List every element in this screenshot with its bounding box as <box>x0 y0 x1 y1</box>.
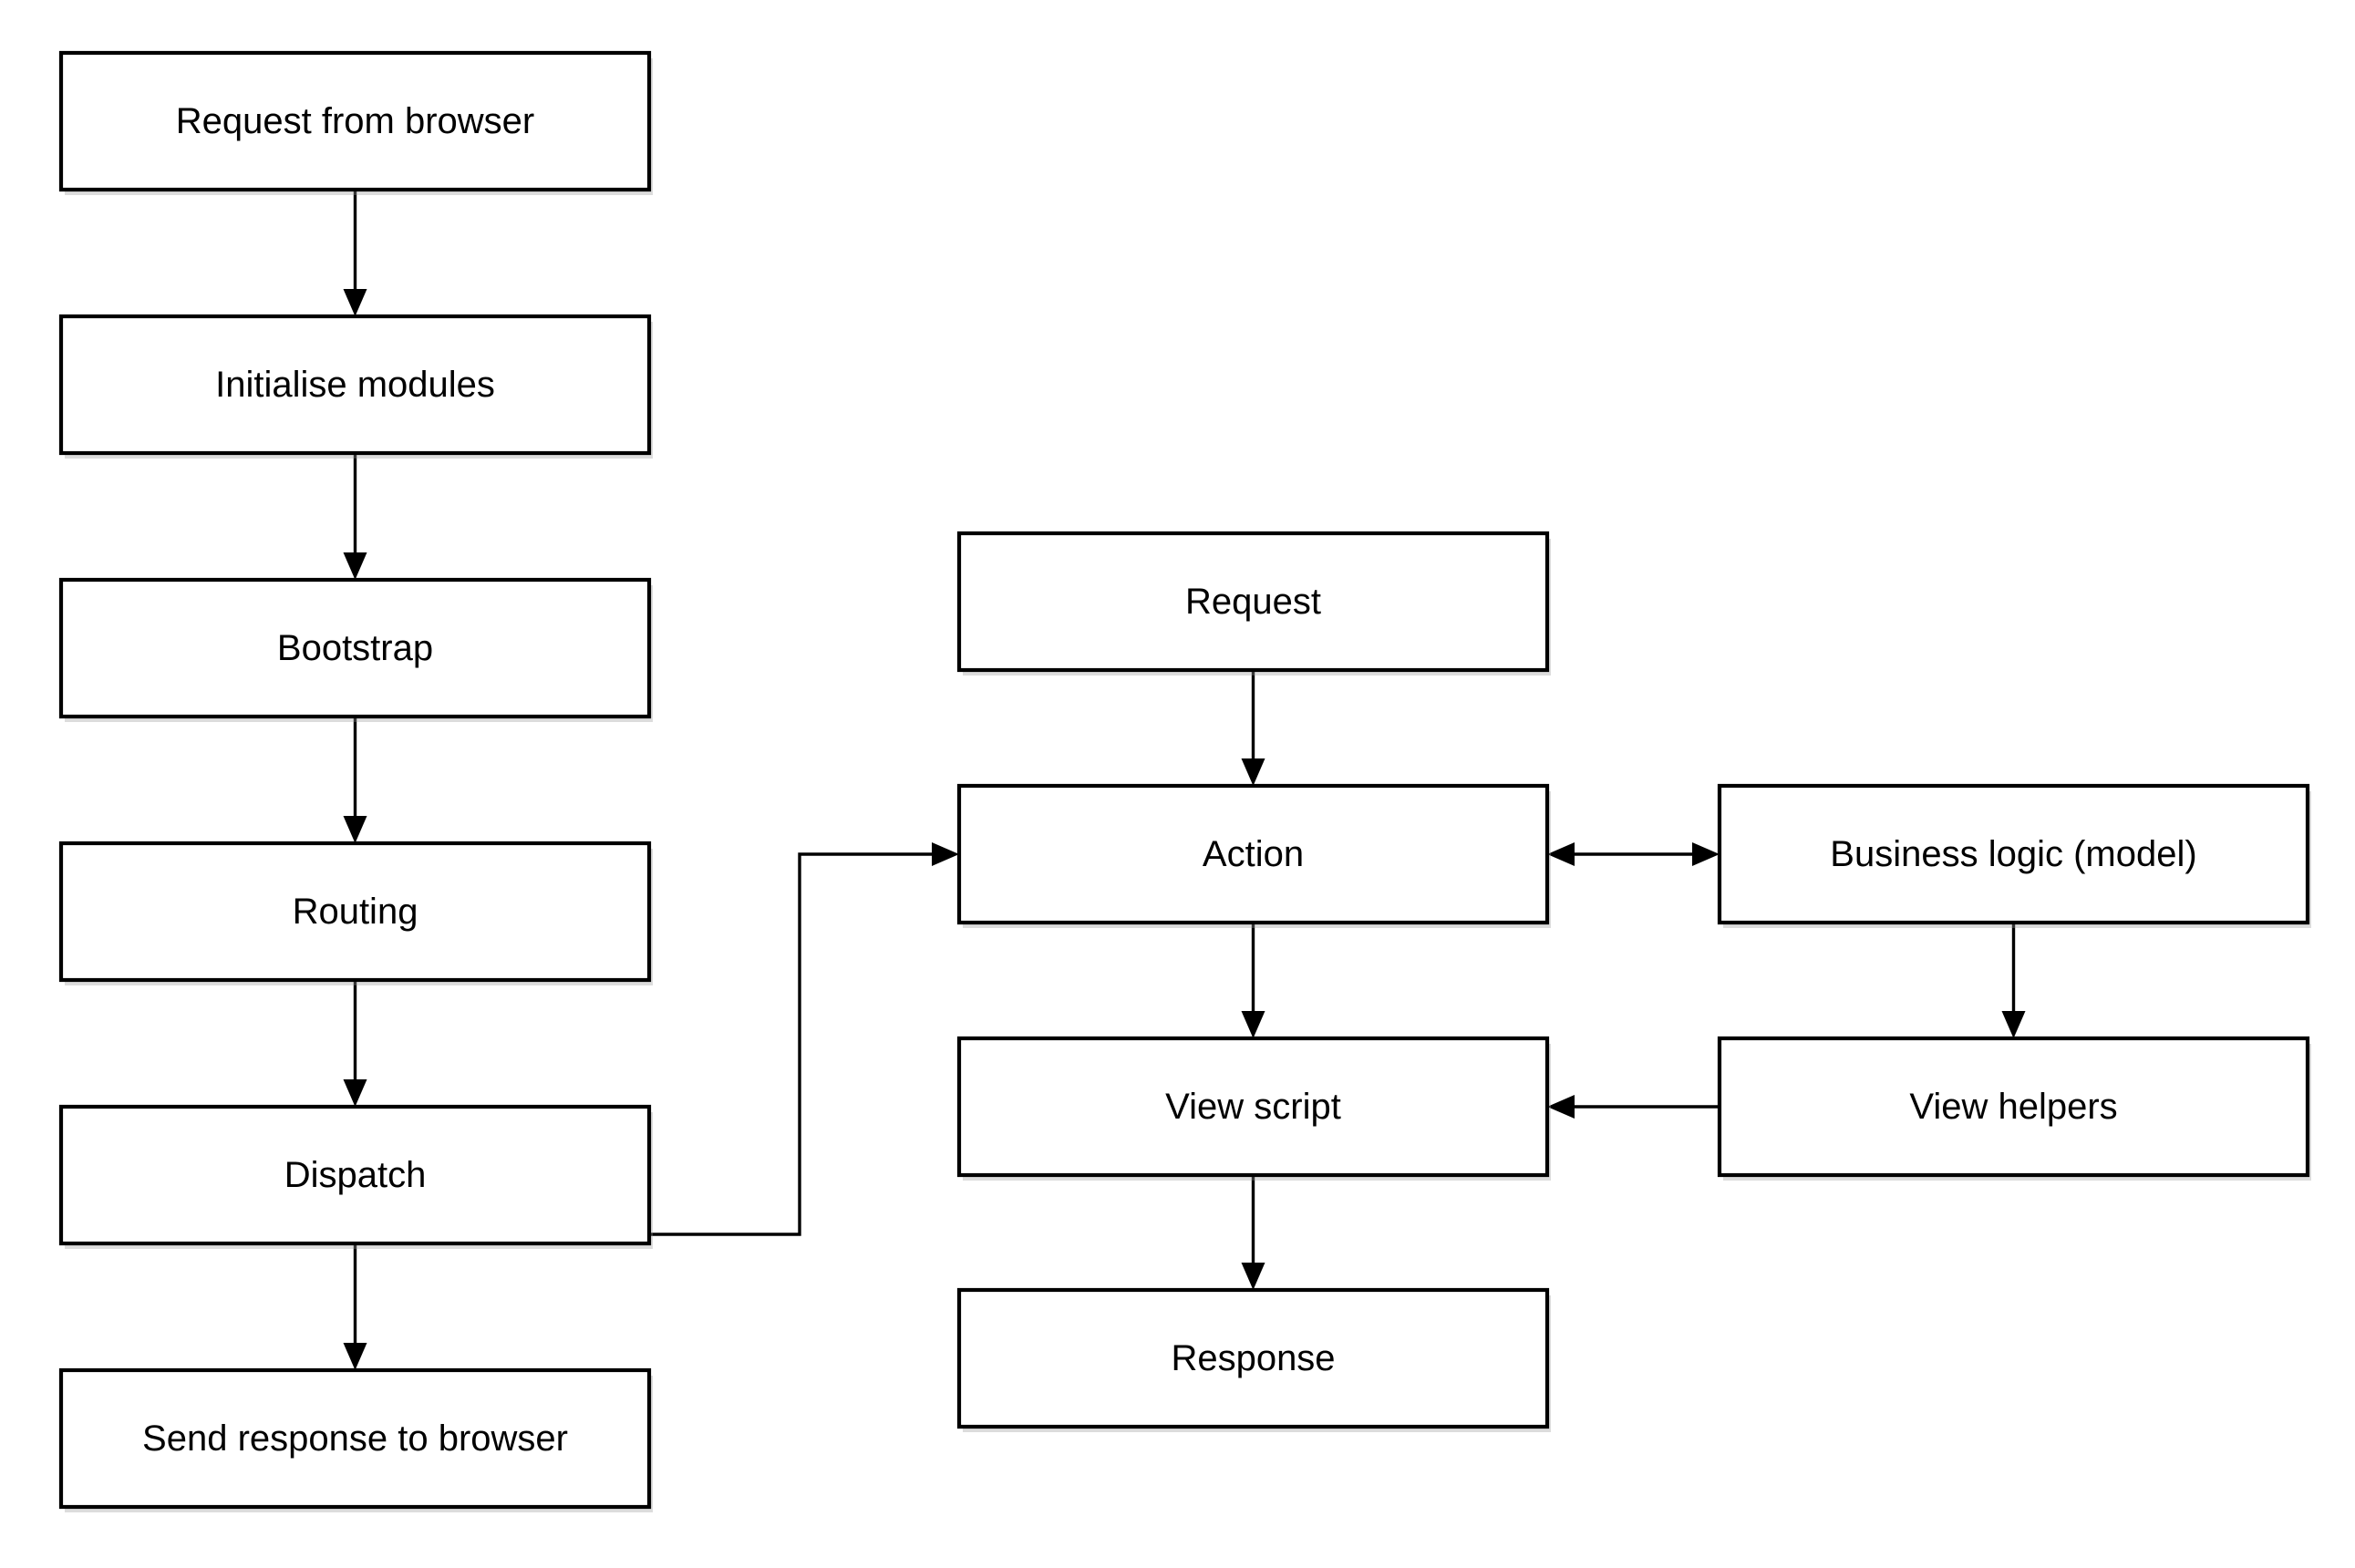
node-label: View helpers <box>1909 1087 2117 1127</box>
node-box <box>58 1104 652 1246</box>
node-label: Dispatch <box>284 1155 427 1195</box>
node-view-helpers: View helpers <box>1717 1036 2311 1181</box>
node-box <box>956 531 1550 673</box>
node-box <box>956 783 1550 925</box>
node-send-response-to-browser: Send response to browser <box>58 1367 653 1512</box>
node-dispatch: Dispatch <box>58 1104 653 1249</box>
arrowhead-view-script <box>1241 1011 1265 1038</box>
node-action: Action <box>956 783 1551 928</box>
node-label: Routing <box>293 892 418 932</box>
node-response: Response <box>956 1287 1551 1432</box>
node-initialise-modules: Initialise modules <box>58 314 653 459</box>
node-label: Response <box>1171 1338 1335 1378</box>
node-box <box>58 841 652 983</box>
node-box <box>58 50 652 192</box>
node-box <box>58 1367 652 1510</box>
node-label: Bootstrap <box>277 628 433 668</box>
edge-dispatch-to-action <box>649 852 935 1236</box>
edges-layer <box>343 190 2026 1370</box>
node-label: Business logic (model) <box>1830 834 2196 874</box>
node-bootstrap: Bootstrap <box>58 577 653 722</box>
arrowhead-action <box>1241 758 1265 786</box>
arrowhead-routing <box>343 816 367 843</box>
node-label: Request <box>1185 582 1321 622</box>
node-request-from-browser: Request from browser <box>58 50 653 195</box>
arrowhead-send-response-to-browser <box>343 1343 367 1370</box>
node-label: Action <box>1203 834 1304 874</box>
node-label: Request from browser <box>176 101 534 141</box>
node-routing: Routing <box>58 841 653 985</box>
node-box <box>956 1287 1550 1429</box>
arrowhead-view-script <box>1547 1095 1575 1119</box>
node-box <box>956 1036 1550 1178</box>
node-box <box>58 577 652 719</box>
arrowhead-action <box>932 842 959 866</box>
arrowhead-initialise-modules <box>343 289 367 316</box>
node-box <box>1717 783 2310 925</box>
node-label: Send response to browser <box>142 1418 568 1459</box>
node-view-script: View script <box>956 1036 1551 1181</box>
node-request: Request <box>956 531 1551 676</box>
node-box <box>1717 1036 2310 1178</box>
arrowhead-business-logic <box>1692 842 1720 866</box>
arrowhead-view-helpers <box>2001 1011 2026 1038</box>
arrowhead-action <box>1547 842 1575 866</box>
arrowhead-dispatch <box>343 1079 367 1107</box>
node-box <box>58 314 652 456</box>
arrowhead-bootstrap <box>343 552 367 580</box>
arrowhead-response <box>1241 1263 1265 1290</box>
node-label: View script <box>1165 1087 1341 1127</box>
node-business-logic: Business logic (model) <box>1717 783 2311 928</box>
node-label: Initialise modules <box>215 365 495 405</box>
